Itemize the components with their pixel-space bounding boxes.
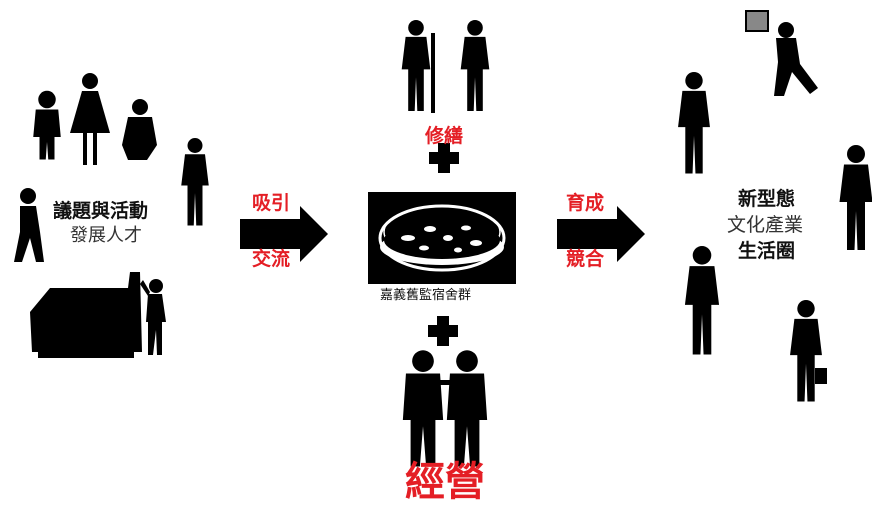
pointing-man-icon — [140, 279, 166, 355]
standing-boy-icon — [181, 138, 209, 226]
girl-silhouette-icon — [70, 73, 110, 165]
left-arrow-icon — [240, 206, 328, 262]
machine-silhouette-icon — [30, 272, 142, 358]
crouching-boy-icon — [122, 99, 157, 160]
bottom-group-label: 經營 — [405, 459, 485, 505]
right-arrow-bottom-label: 競合 — [566, 248, 605, 270]
right-group-line2: 文化產業 — [727, 214, 804, 236]
left-people-group — [14, 73, 209, 358]
left-group-title: 議題與活動 — [53, 200, 149, 222]
worker-with-helmet-icon — [460, 20, 490, 112]
left-group-subtitle: 發展人才 — [70, 225, 142, 246]
right-arrow-icon — [557, 206, 645, 262]
child-silhouette-icon — [33, 90, 61, 160]
left-arrow-top-label: 吸引 — [252, 192, 291, 214]
woman-silhouette-icon — [678, 72, 710, 174]
kneeling-worker-icon — [745, 10, 818, 96]
briefcase-icon — [815, 368, 827, 384]
center-caption: 嘉義舊監宿舍群 — [380, 288, 472, 303]
left-arrow-bottom-label: 交流 — [252, 248, 291, 270]
right-people-group — [678, 10, 872, 402]
petri-dish-icon — [368, 192, 516, 284]
businessmen-handshake-icon — [402, 350, 488, 467]
top-group-label: 修繕 — [425, 125, 464, 147]
helmet-worker-icon — [790, 300, 822, 402]
paint-roller-icon — [431, 33, 435, 113]
worker-silhouette-icon — [401, 20, 431, 112]
worker-with-bag-icon — [684, 246, 720, 355]
man-silhouette-icon — [839, 145, 872, 250]
right-arrow-top-label: 育成 — [566, 192, 605, 214]
plus-bottom-icon — [428, 316, 458, 346]
right-group-line1: 新型態 — [738, 188, 796, 210]
plus-top-icon — [429, 143, 459, 173]
right-group-line3: 生活圈 — [738, 240, 796, 262]
workers-group — [401, 20, 490, 113]
running-child-icon — [14, 188, 44, 262]
